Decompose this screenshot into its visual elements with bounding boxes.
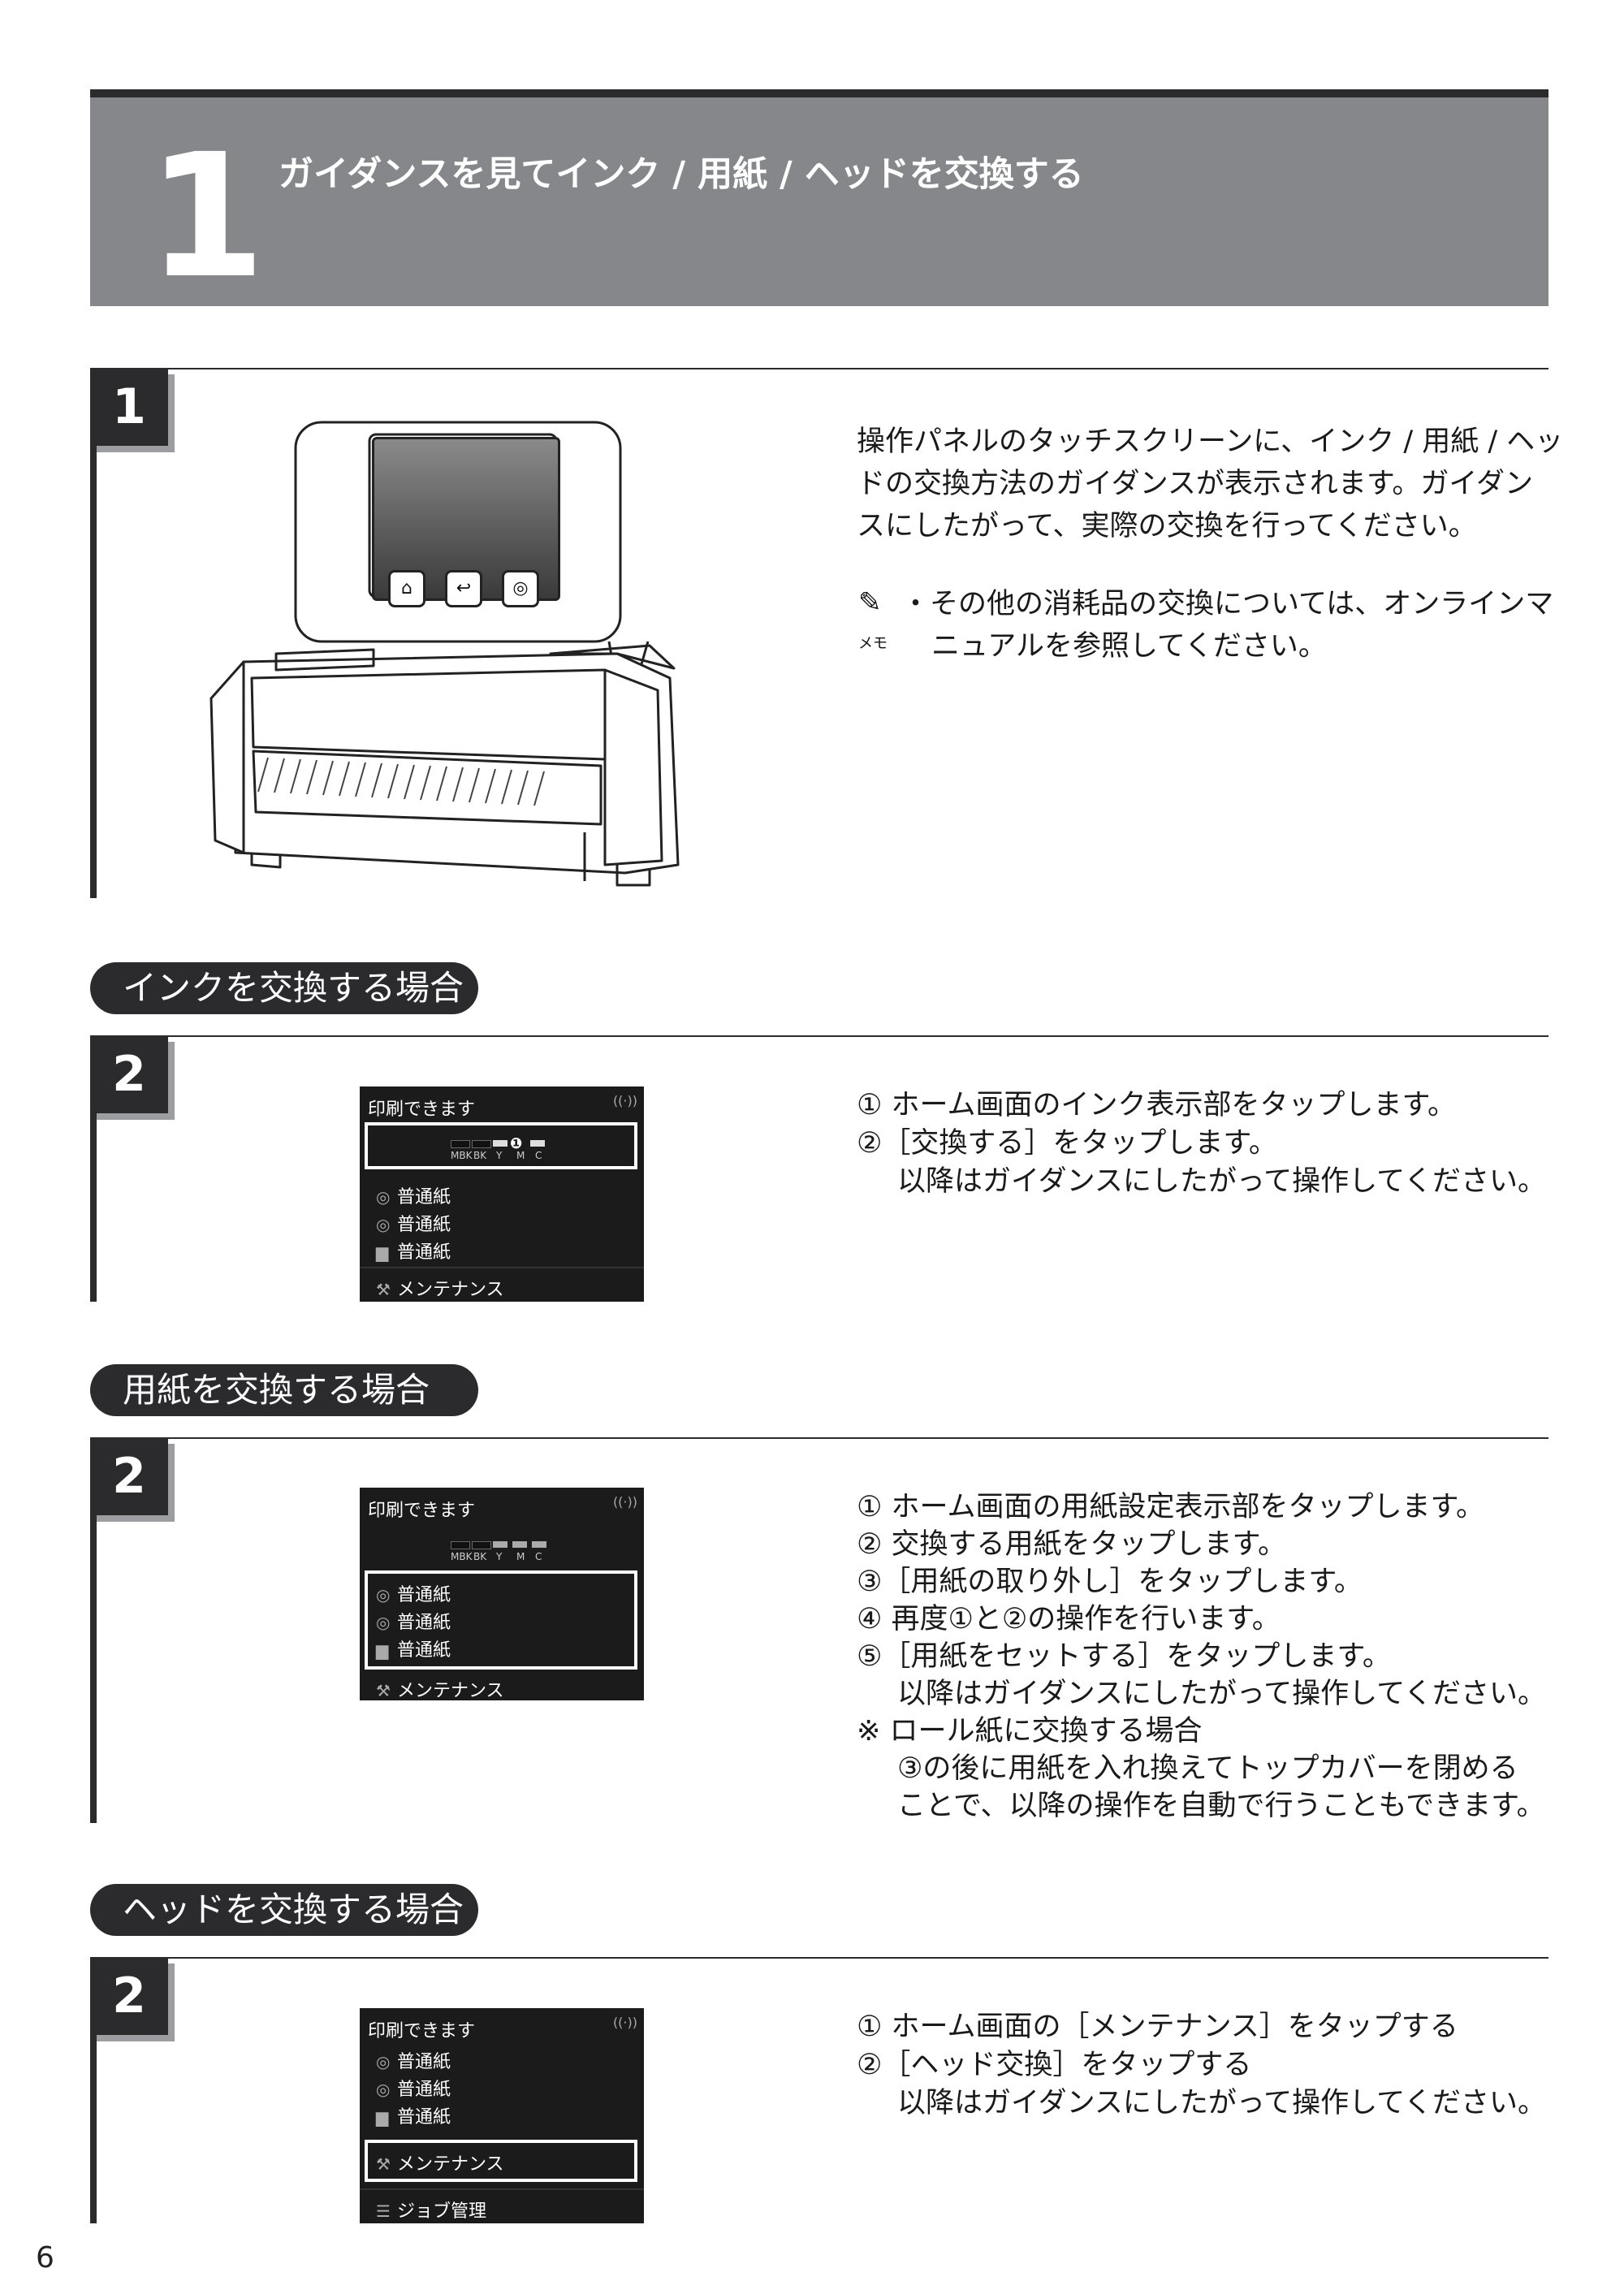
page-number: 6 bbox=[36, 2241, 54, 2275]
screen-status: 印刷できます bbox=[368, 2021, 476, 2041]
paper-top-rule bbox=[90, 1437, 1548, 1439]
ink-line-1: ① ホーム画面のインク表示部をタップします。 bbox=[857, 1089, 1456, 1121]
roll-icon: ◎ bbox=[376, 2052, 391, 2072]
ink-screen: 印刷できます ((·)) ❶ MBK BK Y M C ◎普通紙 ◎普通紙 ▆普… bbox=[360, 1087, 644, 1302]
paper-line-1: ① ホーム画面の用紙設定表示部をタップします。 bbox=[857, 1491, 1484, 1523]
sheet-row[interactable]: ▆普通紙 bbox=[376, 2107, 451, 2128]
memo-line-2: ニュアルを参照してください。 bbox=[931, 630, 1327, 663]
sheet-row[interactable]: ▆普通紙 bbox=[376, 1640, 451, 1661]
step1-left-rule bbox=[90, 368, 97, 898]
job-row[interactable]: ☰ジョブ管理 bbox=[376, 2201, 487, 2222]
sheet-icon: ▆ bbox=[376, 1640, 389, 1660]
roll-icon: ◎ bbox=[376, 2080, 391, 2099]
home-button-icon: ⌂ bbox=[388, 570, 425, 607]
roll1-row[interactable]: ◎普通紙 bbox=[376, 1187, 451, 1207]
screen-status: 印刷できます bbox=[368, 1501, 476, 1521]
ink-label-bk: BK bbox=[473, 1150, 487, 1161]
paper-line-7: ※ ロール紙に交換する場合 bbox=[857, 1715, 1203, 1748]
ink-top-rule bbox=[90, 1035, 1548, 1037]
head-left-rule bbox=[90, 1957, 97, 2223]
paper-line-4: ④ 再度①と②の操作を行います。 bbox=[857, 1603, 1281, 1635]
chapter-number: 1 bbox=[147, 117, 266, 316]
ink-label-y: Y bbox=[496, 1150, 503, 1161]
head-line-1: ① ホーム画面の［メンテナンス］をタップする bbox=[857, 2011, 1458, 2043]
roll-icon: ◎ bbox=[376, 1613, 391, 1632]
head-case-pill: ヘッドを交換する場合 bbox=[90, 1884, 478, 1936]
ink-display-highlight[interactable] bbox=[365, 1122, 637, 1169]
list-icon: ☰ bbox=[376, 2201, 391, 2221]
ink-label-y: Y bbox=[496, 1551, 503, 1562]
paper-line-8: ③の後に用紙を入れ換えてトップカバーを閉める bbox=[897, 1752, 1518, 1785]
memo-pencil-icon: ✎ bbox=[858, 586, 882, 619]
back-button-icon: ↩ bbox=[445, 570, 482, 607]
paper-left-rule bbox=[90, 1437, 97, 1823]
paper-line-9: ことで、以降の操作を自動で行うこともできます。 bbox=[897, 1790, 1545, 1822]
paper-line-2: ② 交換する用紙をタップします。 bbox=[857, 1528, 1287, 1561]
ink-line-2: ②［交換する］をタップします。 bbox=[857, 1127, 1277, 1160]
memo-label: メモ bbox=[858, 635, 888, 652]
tools-icon: ⚒ bbox=[376, 2154, 391, 2174]
stop-button-icon: ◎ bbox=[502, 570, 539, 607]
head-line-2: ②［ヘッド交換］をタップする bbox=[857, 2049, 1252, 2081]
roll-icon: ◎ bbox=[376, 1215, 391, 1234]
roll1-row[interactable]: ◎普通紙 bbox=[376, 1585, 451, 1605]
sheet-icon: ▆ bbox=[376, 2107, 389, 2127]
ink-badge: 2 bbox=[90, 1035, 168, 1113]
ink-line-3: 以降はガイダンスにしたがって操作してください。 bbox=[897, 1165, 1547, 1198]
roll2-row[interactable]: ◎普通紙 bbox=[376, 2080, 451, 2100]
roll2-row[interactable]: ◎普通紙 bbox=[376, 1215, 451, 1235]
paper-screen: 印刷できます ((·)) MBK BK Y M C ◎普通紙 ◎普通紙 ▆普通紙… bbox=[360, 1488, 644, 1700]
head-screen: 印刷できます ((·)) ◎普通紙 ◎普通紙 ▆普通紙 ⚒メンテナンス ☰ジョブ… bbox=[360, 2008, 644, 2223]
maintenance-row[interactable]: ⚒メンテナンス bbox=[376, 1280, 504, 1300]
maintenance-row[interactable]: ⚒メンテナンス bbox=[376, 1681, 504, 1700]
screen-status: 印刷できます bbox=[368, 1099, 476, 1120]
roll-icon: ◎ bbox=[376, 1585, 391, 1605]
ink-warning-icon: ❶ bbox=[510, 1135, 523, 1152]
roll1-row[interactable]: ◎普通紙 bbox=[376, 2052, 451, 2072]
step1-line-3: スにしたがって、実際の交換を行ってください。 bbox=[857, 510, 1477, 542]
ink-label-bk: BK bbox=[473, 1551, 487, 1562]
step1-badge: 1 bbox=[90, 368, 168, 446]
wifi-icon: ((·)) bbox=[612, 2015, 637, 2030]
paper-case-pill: 用紙を交換する場合 bbox=[90, 1364, 478, 1416]
chapter-header: 1 ガイダンスを見てインク / 用紙 / ヘッドを交換する bbox=[90, 89, 1548, 306]
paper-display-highlight[interactable] bbox=[365, 1570, 637, 1670]
sheet-row[interactable]: ▆普通紙 bbox=[376, 1242, 451, 1263]
ink-label-mbk: MBK bbox=[451, 1551, 473, 1562]
ink-label-c: C bbox=[535, 1551, 542, 1562]
step1-line-2: ドの交換方法のガイダンスが表示されます。ガイダン bbox=[857, 468, 1534, 500]
ink-left-rule bbox=[90, 1035, 97, 1302]
ink-label-mbk: MBK bbox=[451, 1150, 473, 1161]
ink-label-m: M bbox=[516, 1150, 525, 1161]
tools-icon: ⚒ bbox=[376, 1280, 391, 1299]
paper-line-5: ⑤［用紙をセットする］をタップします。 bbox=[857, 1640, 1391, 1673]
wifi-icon: ((·)) bbox=[612, 1494, 637, 1510]
roll2-row[interactable]: ◎普通紙 bbox=[376, 1613, 451, 1633]
step1-line-1: 操作パネルのタッチスクリーンに、インク / 用紙 / ヘッ bbox=[857, 426, 1564, 458]
roll-icon: ◎ bbox=[376, 1187, 391, 1207]
paper-line-3: ③［用紙の取り外し］をタップします。 bbox=[857, 1566, 1363, 1598]
paper-badge: 2 bbox=[90, 1437, 168, 1515]
paper-line-6: 以降はガイダンスにしたがって操作してください。 bbox=[897, 1678, 1547, 1710]
chapter-title: ガイダンスを見てインク / 用紙 / ヘッドを交換する bbox=[279, 154, 1084, 195]
maintenance-row[interactable]: ⚒メンテナンス bbox=[376, 2154, 504, 2175]
tools-icon: ⚒ bbox=[376, 1681, 391, 1700]
ink-case-pill: インクを交換する場合 bbox=[90, 962, 478, 1014]
step1-top-rule bbox=[90, 368, 1548, 369]
ink-label-m: M bbox=[516, 1551, 525, 1562]
wifi-icon: ((·)) bbox=[612, 1093, 637, 1108]
maintenance-highlight[interactable] bbox=[365, 2140, 637, 2182]
sheet-icon: ▆ bbox=[376, 1242, 389, 1262]
memo-line-1: ・その他の消耗品の交換については、オンラインマ bbox=[901, 588, 1554, 620]
head-top-rule bbox=[90, 1957, 1548, 1959]
head-badge: 2 bbox=[90, 1957, 168, 2035]
ink-label-c: C bbox=[535, 1150, 542, 1161]
head-line-3: 以降はガイダンスにしたがって操作してください。 bbox=[897, 2087, 1547, 2119]
